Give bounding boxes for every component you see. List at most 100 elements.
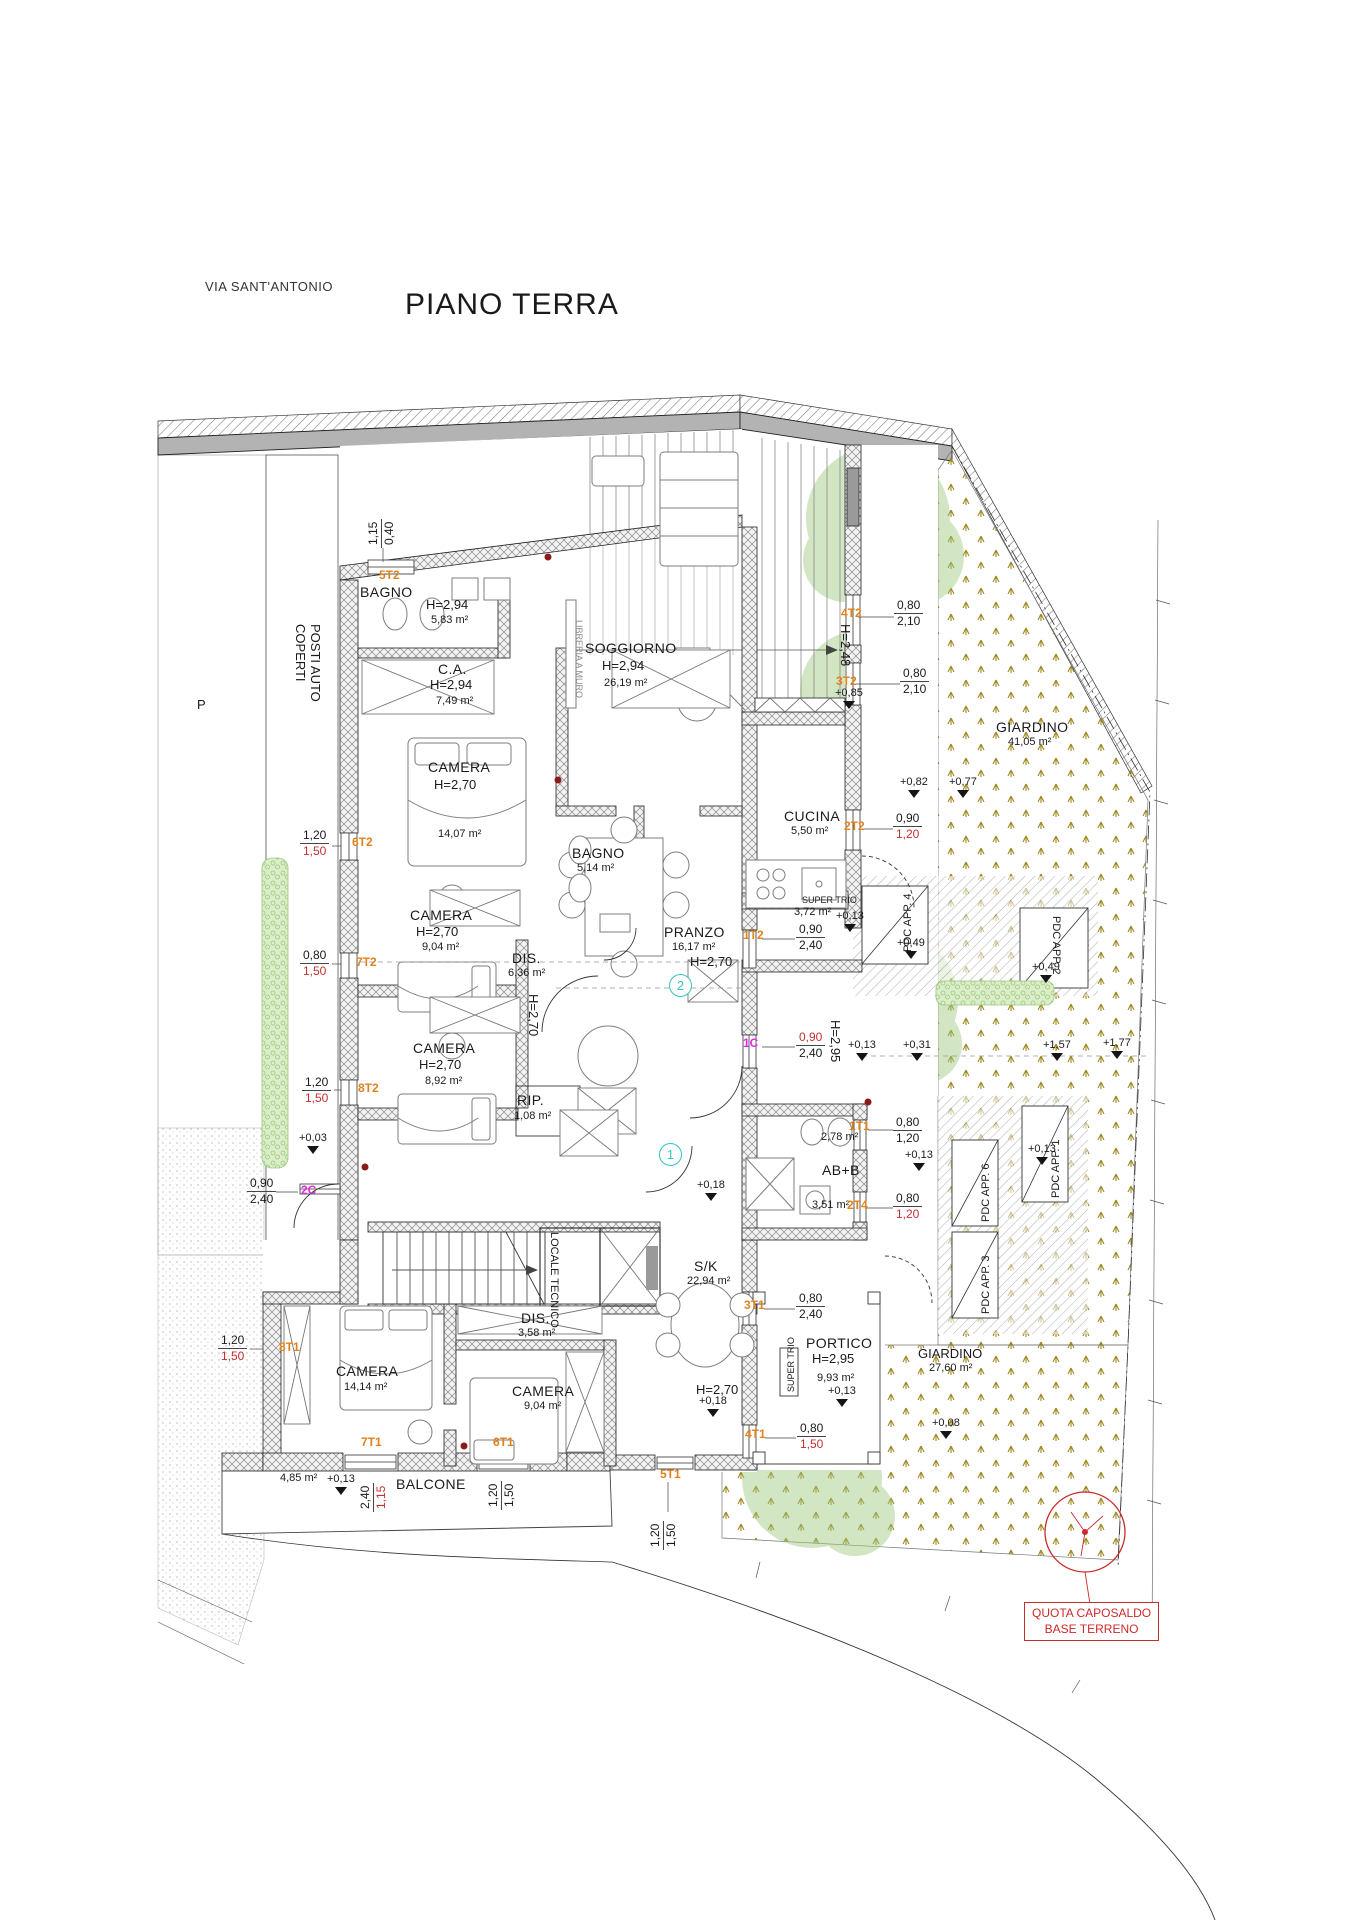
door-tag-5t1: 5T1 xyxy=(660,1467,681,1481)
level-013-d: +0,13 xyxy=(1028,1143,1056,1165)
benchmark-note: QUOTA CAPOSALDO BASE TERRENO xyxy=(1024,1602,1160,1642)
level-013-c: +0,13 xyxy=(905,1149,933,1171)
h295-label: H=2,95 xyxy=(828,1020,843,1063)
pranzo-h: H=2,70 xyxy=(690,954,733,969)
level-031: +0,31 xyxy=(903,1039,931,1061)
camera1-h: H=2,70 xyxy=(434,777,477,792)
door-tag-4t1: 4T1 xyxy=(745,1427,766,1441)
balcone-portico xyxy=(221,890,881,1535)
level-marker-icon xyxy=(1110,1050,1123,1059)
room-dis1: DIS. xyxy=(512,950,541,966)
level-marker-icon xyxy=(912,1162,925,1171)
level-marker-icon xyxy=(904,950,917,959)
portico-area: 9,93 m² xyxy=(817,1372,855,1384)
level-003: +0,03 xyxy=(299,1132,327,1154)
door-tag-3t2: 3T2 xyxy=(836,674,857,688)
pdc-app4-label: PDC APP. 4 xyxy=(902,893,914,953)
bagno2-area: 5,14 m² xyxy=(577,862,615,874)
camera4-area: 14,14 m² xyxy=(344,1381,388,1393)
room-pranzo: PRANZO xyxy=(664,924,725,940)
dis2-area: 3,58 m² xyxy=(518,1327,556,1339)
level-018-b: +0,18 xyxy=(699,1395,727,1417)
giardino1-area: 41,05 m² xyxy=(1008,736,1052,748)
level-049-a: +0,49 xyxy=(897,937,925,959)
room-bagno1: BAGNO xyxy=(360,584,413,600)
street-label: VIA SANT'ANTONIO xyxy=(205,279,333,294)
level-013-e: +0,13 xyxy=(828,1385,856,1407)
dim-leaders xyxy=(250,548,900,1512)
camera2-area: 9,04 m² xyxy=(422,941,460,953)
portico-h: H=2,95 xyxy=(812,1351,855,1366)
level-marker-icon xyxy=(306,1145,319,1154)
door-tag-3t1: 3T1 xyxy=(744,1298,765,1312)
pdc-app6-label: PDC APP. 6 xyxy=(980,1163,992,1223)
level-177: +1,77 xyxy=(1103,1037,1131,1059)
level-marker-icon xyxy=(842,700,855,709)
pdc-app1-label: PDC APP. 1 xyxy=(1050,1139,1062,1199)
gate-tag-2c: 2C xyxy=(301,1183,317,1197)
gate-tag-1c: 1C xyxy=(743,1036,759,1050)
door-tag-5t2: 5T2 xyxy=(379,568,400,582)
bagno1-h: H=2,94 xyxy=(426,597,469,612)
level-marker-icon xyxy=(1035,1156,1048,1165)
room-rip: RIP. xyxy=(517,1092,545,1108)
door-arcs xyxy=(293,855,933,1304)
unit-circle-2: 2 xyxy=(669,974,692,997)
level-157: +1,57 xyxy=(1043,1039,1071,1061)
door-tag-2t2: 2T2 xyxy=(844,819,865,833)
cucina-area: 5,50 m² xyxy=(791,825,829,837)
door-tag-7t2: 7T2 xyxy=(356,955,377,969)
walls xyxy=(221,444,868,1472)
door-tag-4t2: 4T2 xyxy=(841,606,862,620)
level-085: +0,85 xyxy=(835,687,863,709)
room-abb: AB+B xyxy=(822,1162,860,1178)
giardino2-area: 27,60 m² xyxy=(929,1362,973,1374)
level-marker-icon xyxy=(843,923,856,932)
ca-h: H=2,94 xyxy=(430,677,473,692)
room-bagno2: BAGNO xyxy=(572,845,625,861)
super-trio-label-2: SUPER TRIO xyxy=(786,1337,796,1392)
level-marker-icon xyxy=(907,789,920,798)
soggiorno-h: H=2,94 xyxy=(602,658,645,673)
door-tag-1t2: 1T2 xyxy=(743,928,764,942)
camera3-area: 8,92 m² xyxy=(425,1075,463,1087)
room-sk: S/K xyxy=(694,1258,718,1274)
room-camera1: CAMERA xyxy=(428,759,491,775)
door-tag-2t4: 2T4 xyxy=(847,1198,868,1212)
room-camera2: CAMERA xyxy=(410,907,473,923)
parking-p-label: P xyxy=(197,697,206,712)
door-tag-7t1: 7T1 xyxy=(361,1435,382,1449)
room-giardino1: GIARDINO xyxy=(996,719,1069,735)
level-049-b: +0,49 xyxy=(1032,961,1060,983)
level-013-a: +0,13 xyxy=(836,910,864,932)
pdc-zones xyxy=(853,876,1098,1334)
level-082: +0,82 xyxy=(900,776,928,798)
room-soggiorno: SOGGIORNO xyxy=(585,640,677,656)
level-marker-icon xyxy=(855,1052,868,1061)
dis1-h: H=2,70 xyxy=(526,994,541,1037)
pdc-app3-label: PDC APP. 3 xyxy=(980,1255,992,1315)
dis1-area: 6,36 m² xyxy=(508,967,546,979)
abb-wc-area: 2,78 m² xyxy=(821,1131,859,1143)
pdc-app2-label: PDC APP. 2 xyxy=(1050,916,1062,975)
room-camera3: CAMERA xyxy=(413,1040,476,1056)
ca-area: 7,49 m² xyxy=(436,695,474,707)
abb-area: 3,51 m² xyxy=(812,1199,850,1211)
stair-main xyxy=(382,1227,661,1307)
level-marker-icon xyxy=(910,1052,923,1061)
